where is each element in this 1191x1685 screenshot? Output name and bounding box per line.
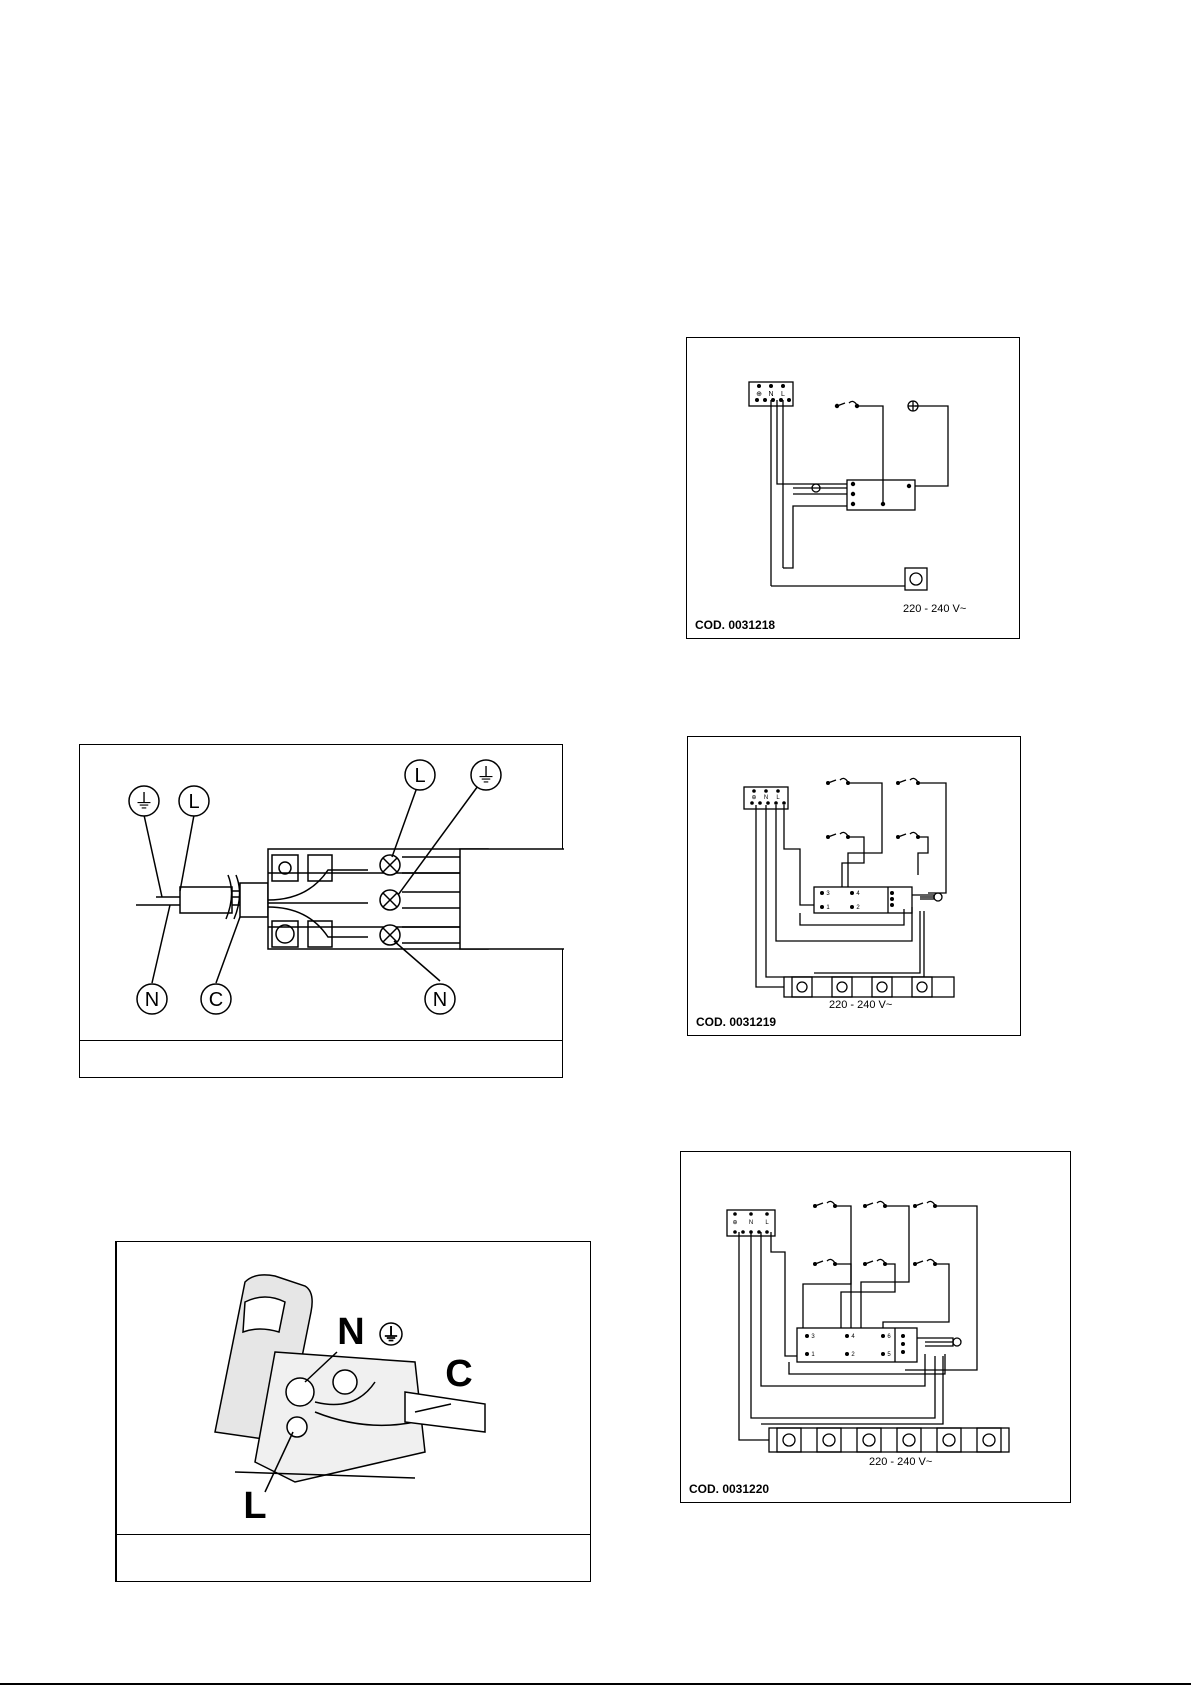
label-c: C [209,989,223,1011]
label-n-left: N [145,989,159,1011]
terminal-block-drawing: ⏚ L N C L ⏚ N [80,745,564,1079]
diagram-code: COD. 0031218 [695,618,775,632]
figure-caption-strip [115,1534,590,1581]
terminal-n-label: N [764,795,768,801]
terminal-l-label: L [781,391,785,398]
voltage-label: 220 - 240 V~ [903,603,966,615]
wiring-schematic: ⊕ N L [687,338,1021,640]
terminal-n-label: N [768,391,773,398]
terminal-n-label: N [749,1220,753,1226]
diagram-code: COD. 0031219 [696,1015,776,1029]
wiring-schematic: ⊕ N L 3 4 1 2 [688,737,1022,1037]
label-l-left: L [188,791,199,813]
plug-connection-figure: N ⏚ C L [115,1241,591,1582]
label-n: N [337,1311,364,1353]
voltage-label: 220 - 240 V~ [829,999,892,1011]
terminal-block-figure: ⏚ L N C L ⏚ N [79,744,563,1078]
wiring-schematic: ⊕ N L 3 4 6 1 2 5 [681,1152,1072,1504]
terminal-earth-label: ⊕ [732,1220,737,1226]
wiring-diagram-0031218: ⊕ N L 220 - 240 V~ COD. 0031218 [686,337,1020,639]
label-l-right: L [414,765,425,787]
terminal-earth-label: ⊕ [756,391,762,398]
diagram-code: COD. 0031220 [689,1482,769,1496]
label-c: C [445,1353,472,1395]
plug-drawing: N ⏚ C L [115,1242,591,1583]
figure-caption-strip [80,1040,562,1077]
earth-symbol-left: ⏚ [134,791,154,813]
earth-symbol-right: ⏚ [476,765,496,787]
voltage-label: 220 - 240 V~ [869,1456,932,1468]
terminal-earth-label: ⊕ [751,795,756,801]
earth-symbol: ⏚ [382,1325,400,1345]
wiring-diagram-0031220: ⊕ N L 3 4 6 1 2 5 220 - 240 V~ COD. 0031… [680,1151,1071,1503]
wiring-diagram-0031219: ⊕ N L 3 4 1 2 220 - 240 V~ COD. 0031219 [687,736,1021,1036]
label-l: L [243,1485,266,1527]
label-n-right: N [433,989,447,1011]
